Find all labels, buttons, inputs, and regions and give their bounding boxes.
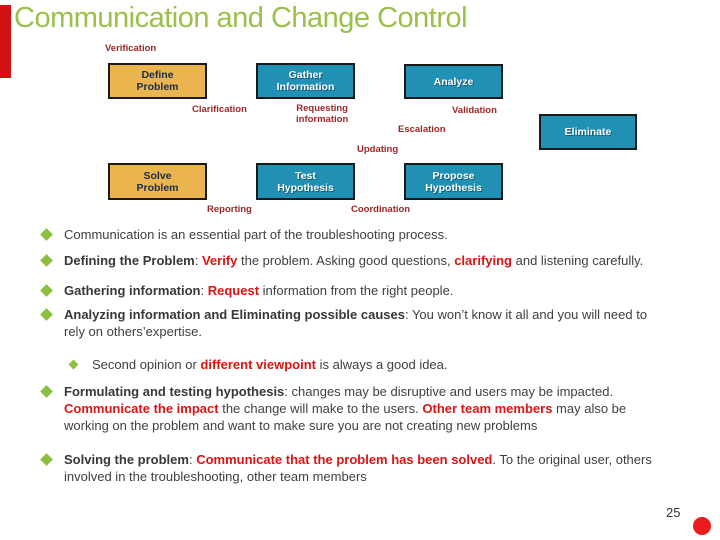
diamond-shape — [40, 385, 53, 398]
bullet-item: Communication is an essential part of th… — [40, 226, 670, 243]
connector-label-coordination: Coordination — [351, 204, 411, 215]
connector-label-validation: Validation — [452, 105, 497, 116]
text-segment-bold: Defining the Problem — [64, 253, 195, 268]
connector-label-requesting-information: Requesting information — [296, 103, 349, 125]
flow-box-define-problem: Define Problem — [108, 63, 207, 99]
page-number: 25 — [666, 505, 681, 520]
text-segment-red: Request — [207, 283, 260, 298]
diamond-shape — [40, 228, 53, 241]
flow-box-propose-hypothesis: Propose Hypothesis — [404, 163, 503, 200]
text-segment-normal: the change will make to the users. — [218, 401, 423, 416]
flow-box-analyze: Analyze — [404, 64, 503, 99]
bullet-text: Analyzing information and Eliminating po… — [64, 306, 670, 340]
text-segment-red: Verify — [201, 253, 238, 268]
bullet-item: Solving the problem: Communicate that th… — [40, 451, 670, 485]
diamond-bullet-icon — [40, 252, 64, 269]
diamond-shape — [40, 254, 53, 267]
diamond-bullet-icon — [40, 226, 64, 243]
text-segment-normal: . To the original user, others involved … — [64, 452, 652, 484]
flow-box-test-hypothesis: Test Hypothesis — [256, 163, 355, 200]
bullet-item: Analyzing information and Eliminating po… — [40, 306, 670, 340]
text-segment-red: Other team members — [422, 401, 553, 416]
text-segment-red: Communicate that the problem has been so… — [196, 452, 493, 467]
text-segment-normal: : — [200, 283, 208, 298]
text-segment-normal: information from the right people. — [259, 283, 454, 298]
flow-box-solve-problem: Solve Problem — [108, 163, 207, 200]
text-segment-bold: Gathering information — [64, 283, 201, 298]
diamond-shape — [68, 359, 79, 370]
text-segment-normal: Communication is an essential part of th… — [64, 227, 448, 242]
bullet-text: Solving the problem: Communicate that th… — [64, 451, 670, 485]
bullet-text: Communication is an essential part of th… — [64, 226, 670, 243]
connector-label-escalation: Escalation — [398, 124, 446, 135]
text-segment-bold: Solving the problem — [64, 452, 189, 467]
connector-label-clarification: Clarification — [192, 104, 247, 115]
text-segment-red: different viewpoint — [200, 357, 316, 372]
diamond-bullet-icon — [40, 282, 64, 299]
text-segment-normal: : You won’t know it all and you will nee… — [64, 307, 648, 339]
bullet-item: Formulating and testing hypothesis: chan… — [40, 383, 670, 434]
connector-label-updating: Updating — [357, 144, 399, 155]
text-segment-bold: Analyzing information and Eliminating po… — [64, 307, 405, 322]
diamond-bullet-icon — [68, 356, 92, 373]
flow-box-eliminate: Eliminate — [539, 114, 637, 150]
diamond-shape — [40, 284, 53, 297]
page-title: Communication and Change Control — [14, 2, 468, 34]
bullet-text: Second opinion or different viewpoint is… — [92, 356, 670, 373]
text-segment-red: clarifying — [454, 253, 512, 268]
bullet-text: Gathering information: Request informati… — [64, 282, 670, 299]
red-accent-dot — [693, 517, 711, 535]
bullet-item: Defining the Problem: Verify the problem… — [40, 252, 670, 269]
text-segment-red: Communicate the impact — [64, 401, 219, 416]
text-segment-normal: : — [194, 253, 202, 268]
text-segment-bold: Formulating and testing hypothesis — [64, 384, 285, 399]
diamond-bullet-icon — [40, 451, 64, 485]
connector-label-reporting: Reporting — [207, 204, 252, 215]
text-segment-normal: the problem. Asking good questions, — [237, 253, 455, 268]
text-segment-normal: is always a good idea. — [315, 357, 448, 372]
diamond-shape — [40, 453, 53, 466]
text-segment-normal: : changes may be disruptive and users ma… — [284, 384, 614, 399]
diamond-bullet-icon — [40, 306, 64, 340]
flow-box-gather-information: Gather Information — [256, 63, 355, 99]
diamond-bullet-icon — [40, 383, 64, 434]
red-accent-bar — [0, 5, 11, 78]
bullet-text: Formulating and testing hypothesis: chan… — [64, 383, 670, 434]
text-segment-normal: may also be working on the problem and w… — [64, 401, 627, 433]
sub-bullet-item: Second opinion or different viewpoint is… — [68, 356, 670, 373]
diamond-shape — [40, 308, 53, 321]
text-segment-normal: : — [188, 452, 197, 467]
bullet-item: Gathering information: Request informati… — [40, 282, 670, 299]
bullet-list: Communication is an essential part of th… — [40, 226, 670, 485]
bullet-text: Defining the Problem: Verify the problem… — [64, 252, 670, 269]
text-segment-normal: and listening carefully. — [512, 253, 644, 268]
text-segment-normal: Second opinion or — [92, 357, 201, 372]
connector-label-verification: Verification — [105, 43, 157, 54]
